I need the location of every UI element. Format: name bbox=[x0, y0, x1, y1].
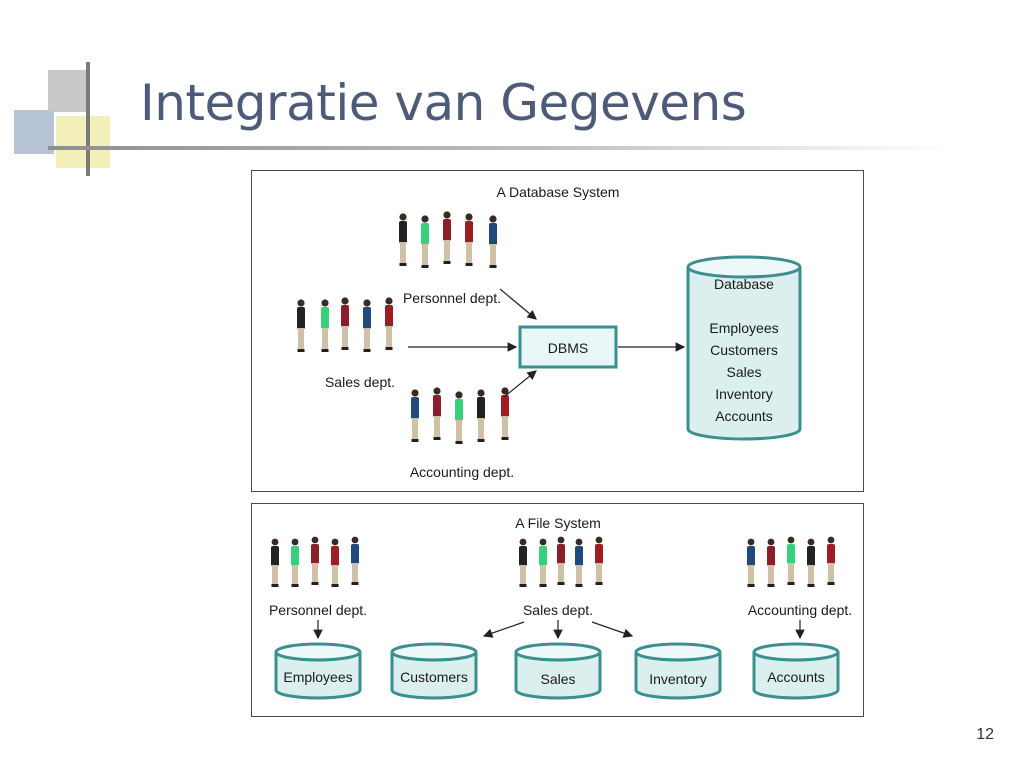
file-system-diagram: A File System Personnel dept. Sales dept… bbox=[269, 515, 852, 700]
dbms-box bbox=[518, 325, 618, 369]
personnel-dept-label: Personnel dept. bbox=[403, 290, 501, 306]
dbms-label: DBMS bbox=[548, 340, 588, 356]
fs-sales-dept-label: Sales dept. bbox=[523, 602, 593, 618]
database-system-diagram: A Database System Personnel dept. Sales … bbox=[297, 184, 802, 480]
arrow-accounting-to-dbms bbox=[503, 370, 537, 398]
arrow-sales-to-customers bbox=[482, 621, 525, 638]
file-label-employees: Employees bbox=[283, 669, 352, 685]
fs-personnel-group-people bbox=[271, 536, 359, 587]
file-label-inventory: Inventory bbox=[649, 671, 707, 687]
file-cylinder-sales bbox=[514, 642, 602, 700]
personnel-group-people bbox=[399, 211, 497, 268]
title-decoration bbox=[14, 62, 110, 176]
file-system-panel: A File System Personnel dept. Sales dept… bbox=[251, 503, 864, 717]
accounting-group-people bbox=[411, 387, 509, 444]
database-item-employees: Employees bbox=[709, 320, 778, 336]
database-item-sales: Sales bbox=[726, 364, 761, 380]
file-cylinder-employees bbox=[274, 642, 362, 700]
fs-accounting-group-people bbox=[747, 536, 835, 587]
page-number: 12 bbox=[976, 726, 994, 743]
file-label-accounts: Accounts bbox=[767, 669, 825, 685]
sales-group-people bbox=[297, 297, 393, 352]
fs-sales-group-people bbox=[519, 536, 603, 587]
file-label-customers: Customers bbox=[400, 669, 468, 685]
arrow-personnel-to-dbms bbox=[499, 288, 537, 320]
database-item-accounts: Accounts bbox=[715, 408, 773, 424]
file-cylinder-accounts bbox=[752, 642, 840, 700]
file-system-title: A File System bbox=[515, 515, 601, 531]
title-underline bbox=[48, 146, 948, 150]
database-cylinder bbox=[686, 255, 802, 441]
fs-personnel-dept-label: Personnel dept. bbox=[269, 602, 367, 618]
file-label-sales: Sales bbox=[540, 671, 575, 687]
slide-title: Integratie van Gegevens bbox=[140, 74, 747, 132]
database-title: Database bbox=[714, 276, 774, 292]
database-system-panel: A Database System Personnel dept. Sales … bbox=[251, 170, 864, 492]
arrow-sales-to-inventory bbox=[591, 621, 634, 638]
accounting-dept-label: Accounting dept. bbox=[410, 464, 514, 480]
sales-dept-label: Sales dept. bbox=[325, 374, 395, 390]
database-item-customers: Customers bbox=[710, 342, 778, 358]
database-item-inventory: Inventory bbox=[715, 386, 773, 402]
file-cylinder-inventory bbox=[634, 642, 722, 700]
fs-accounting-dept-label: Accounting dept. bbox=[748, 602, 852, 618]
file-cylinder-customers bbox=[390, 642, 478, 700]
database-system-title: A Database System bbox=[497, 184, 620, 200]
